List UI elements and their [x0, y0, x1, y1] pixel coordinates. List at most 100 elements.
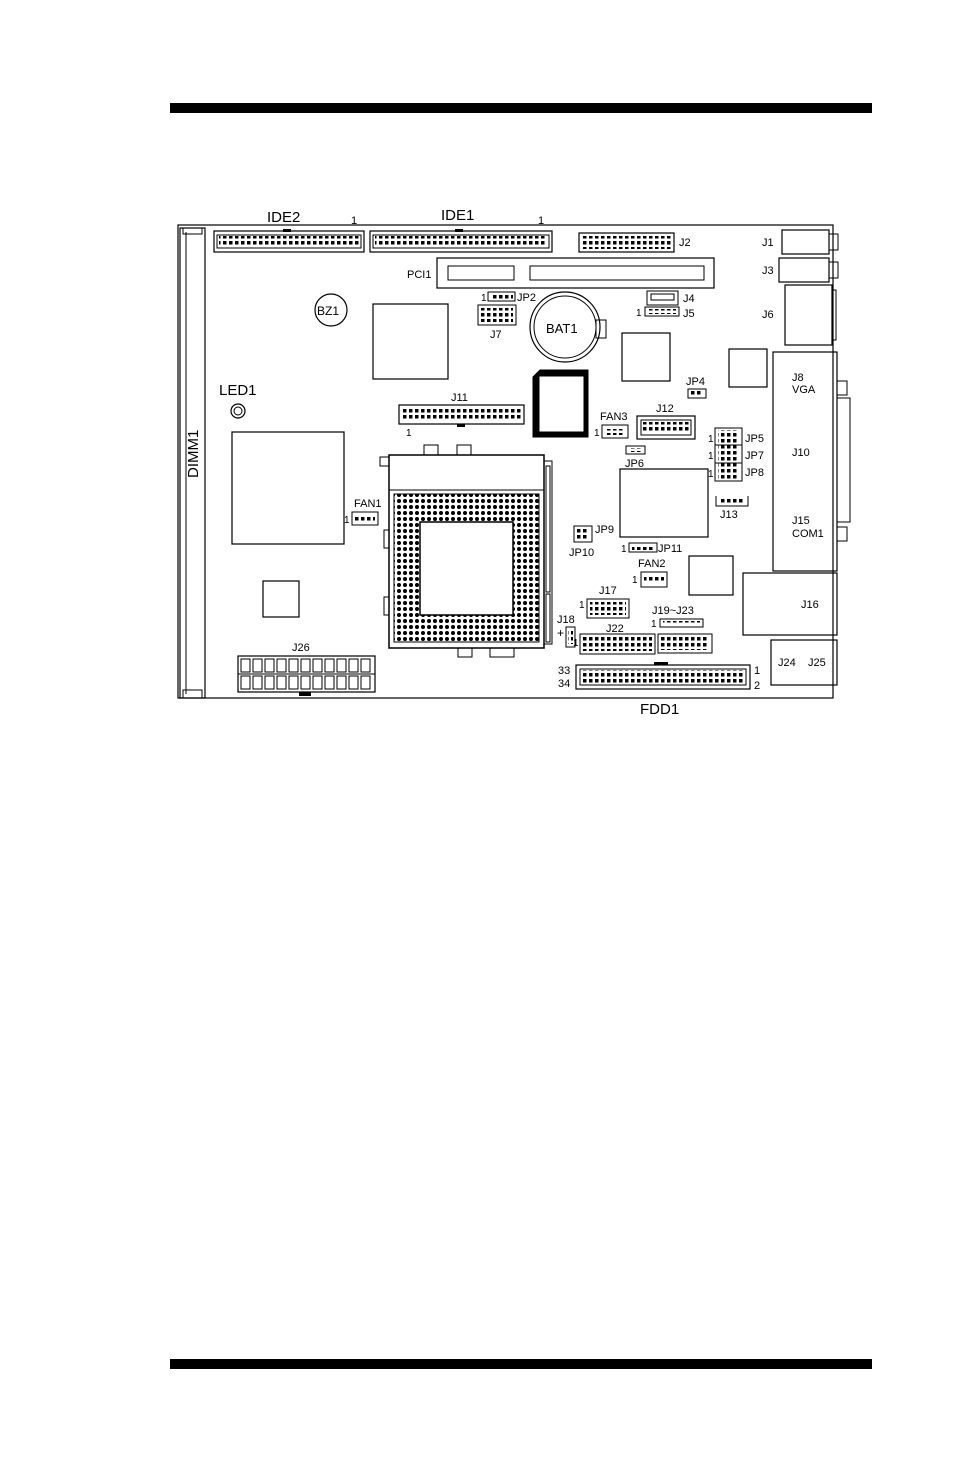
jp6-jumper	[625, 445, 646, 455]
fan2-label: FAN2	[638, 558, 666, 570]
jp2-jumper	[487, 291, 516, 302]
chip-large	[231, 431, 345, 545]
j19-j23-label: J19~J23	[652, 605, 694, 617]
fan1-connector	[351, 511, 379, 526]
j6-label: J6	[762, 309, 774, 321]
j7-label: J7	[490, 329, 502, 341]
fdd1-pin33-label: 33	[558, 665, 570, 677]
fdd1-connector	[575, 662, 751, 690]
j2-label: J2	[679, 237, 691, 249]
pci1-label: PCI1	[407, 269, 431, 281]
j7-connector	[477, 304, 517, 326]
j18-connector	[565, 626, 576, 648]
bz1-buzzer	[314, 293, 348, 327]
ide1-connector	[369, 229, 553, 253]
j12-connector	[636, 415, 696, 440]
dimm1-slot	[179, 227, 206, 699]
j5-pin1-label: 1	[636, 308, 642, 319]
jp7-label: JP7	[745, 450, 764, 462]
fan3-connector	[601, 424, 629, 439]
j8-label: J8	[792, 372, 804, 384]
j22-label: J22	[606, 623, 624, 635]
j19-pin1-label: 1	[651, 619, 657, 630]
chip-small-south	[688, 555, 734, 596]
chip-right	[728, 348, 768, 388]
j16-label: J16	[801, 599, 819, 611]
jp4-label: JP4	[686, 376, 705, 388]
fan1-pin1-label: 1	[344, 515, 350, 526]
j11-connector	[398, 404, 525, 427]
fdd1-pin1-label: 1	[754, 665, 760, 677]
jp11-jumper	[628, 542, 658, 553]
ide1-label: IDE1	[441, 207, 474, 224]
j24-label: J24	[778, 657, 796, 669]
fan1-label: FAN1	[354, 498, 382, 510]
cpu-socket	[379, 444, 553, 658]
j3-connector	[778, 257, 839, 283]
jp9-jp10-jumper	[573, 525, 593, 543]
fdd1-label: FDD1	[640, 701, 679, 718]
j22-pin1-label: 1	[573, 638, 579, 649]
bottom-rule	[170, 1359, 872, 1369]
j1-connector	[781, 229, 839, 255]
j26-power-connector	[237, 655, 376, 696]
j18-plus-label: +	[557, 626, 564, 640]
j5-connector	[644, 306, 680, 317]
dimm1-label: DIMM1	[185, 430, 202, 478]
bat1-label: BAT1	[546, 321, 578, 336]
j22-connector	[579, 633, 656, 655]
jp8-label: JP8	[745, 467, 764, 479]
jp8-pin1-label: 1	[708, 469, 714, 480]
jp10-label: JP10	[569, 547, 594, 559]
ide2-connector	[213, 229, 365, 253]
j12-label: J12	[656, 403, 674, 415]
jp7-pin1-label: 1	[708, 451, 714, 462]
j6-connector	[784, 284, 837, 346]
j8-j10-j15-block	[772, 351, 851, 572]
bat1-battery	[529, 291, 607, 363]
j10-label: J10	[792, 447, 810, 459]
j4-connector	[646, 290, 679, 306]
fan3-label: FAN3	[600, 411, 628, 423]
j18-label: J18	[557, 614, 575, 626]
board-outline	[177, 224, 834, 699]
led1-indicator	[230, 403, 246, 419]
j13-connector	[715, 496, 749, 507]
j17-connector	[586, 598, 630, 619]
fan2-pin1-label: 1	[632, 575, 638, 586]
j13-label: J13	[720, 509, 738, 521]
top-rule	[170, 103, 872, 113]
j19-j23-connectors	[657, 618, 713, 654]
jp9-label: JP9	[595, 524, 614, 536]
j4-label: J4	[683, 293, 695, 305]
ide2-pin1-label: 1	[351, 215, 357, 227]
jp11-pin1-label: 1	[621, 544, 627, 555]
j17-pin1-label: 1	[579, 600, 585, 611]
jp2-label: JP2	[517, 292, 536, 304]
fdd1-pin2-label: 2	[754, 680, 760, 692]
j17-label: J17	[599, 585, 617, 597]
bz1-label: BZ1	[317, 304, 339, 318]
j25-label: J25	[808, 657, 826, 669]
fan3-pin1-label: 1	[594, 428, 600, 439]
vga-label: VGA	[792, 384, 816, 396]
jp5-pin1-label: 1	[708, 434, 714, 445]
led1-label: LED1	[219, 382, 257, 399]
chip-south	[619, 468, 709, 538]
j5-label: J5	[683, 308, 695, 320]
j24-j25-connector	[770, 639, 838, 686]
ide2-label: IDE2	[267, 209, 300, 226]
j15-label: J15	[792, 515, 810, 527]
j2-connector	[578, 232, 675, 253]
jp11-label: JP11	[658, 543, 682, 555]
j26-label: J26	[292, 642, 310, 654]
chip-north	[372, 303, 449, 380]
j3-label: J3	[762, 265, 774, 277]
j11-pin1-label: 1	[406, 428, 412, 439]
fdd1-pin34-label: 34	[558, 678, 570, 690]
jp5-jp7-jp8-jumpers	[714, 427, 743, 482]
ide1-pin1-label: 1	[538, 215, 544, 227]
j1-label: J1	[762, 237, 774, 249]
chip-mid	[621, 332, 671, 382]
